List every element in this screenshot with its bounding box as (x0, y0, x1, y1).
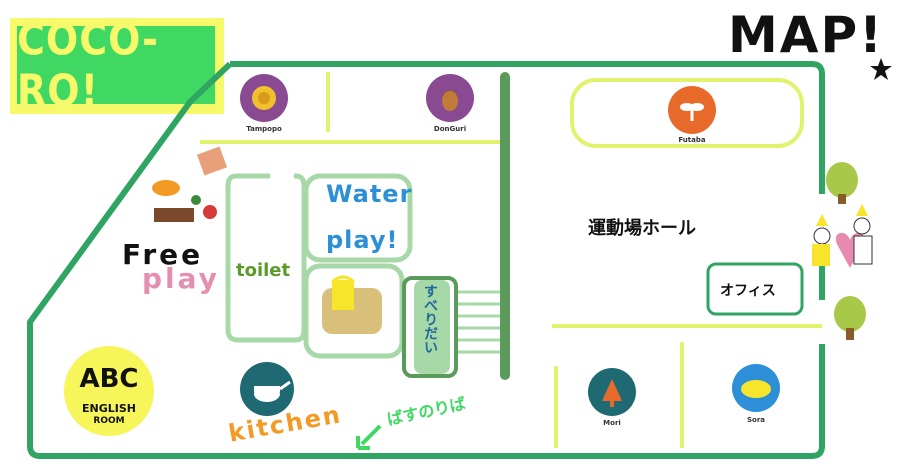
room-label-sora: Sora (746, 416, 766, 424)
room-label: ROOM (93, 416, 125, 426)
water-play-label-2: play! (326, 226, 399, 254)
futaba-icon (668, 86, 716, 134)
water-play-label-1: Water (326, 180, 413, 208)
kitchen-icon (240, 362, 294, 416)
logo-inner: COCO-RO! (17, 14, 215, 116)
gym-hall-label: 運動場ホール (588, 218, 696, 239)
toilet-label: toilet (236, 260, 291, 281)
room-label-mori: Mori (603, 419, 621, 427)
star-icon (870, 58, 892, 80)
tampopo-icon (240, 74, 288, 122)
room-label-tampopo: Tampopo (246, 125, 282, 133)
abc-label: ABC (79, 364, 139, 394)
room-label-futaba: Futaba (678, 136, 706, 144)
office-label: オフィス (720, 283, 776, 299)
slide-label: すべりだい (422, 284, 438, 354)
free-play-label-2: play (142, 262, 220, 295)
logo-text: COCO-RO! (17, 14, 159, 116)
free-play-label-1: Free (122, 238, 204, 271)
mori-icon (588, 368, 636, 416)
logo: COCO-RO! (10, 14, 224, 116)
page-title: MAP! (728, 6, 884, 64)
donguri-icon (426, 74, 474, 122)
english-room (64, 346, 154, 436)
english-label: ENGLISH (82, 402, 136, 415)
room-label-donguri: DonGuri (433, 125, 467, 133)
sora-icon (732, 364, 780, 412)
